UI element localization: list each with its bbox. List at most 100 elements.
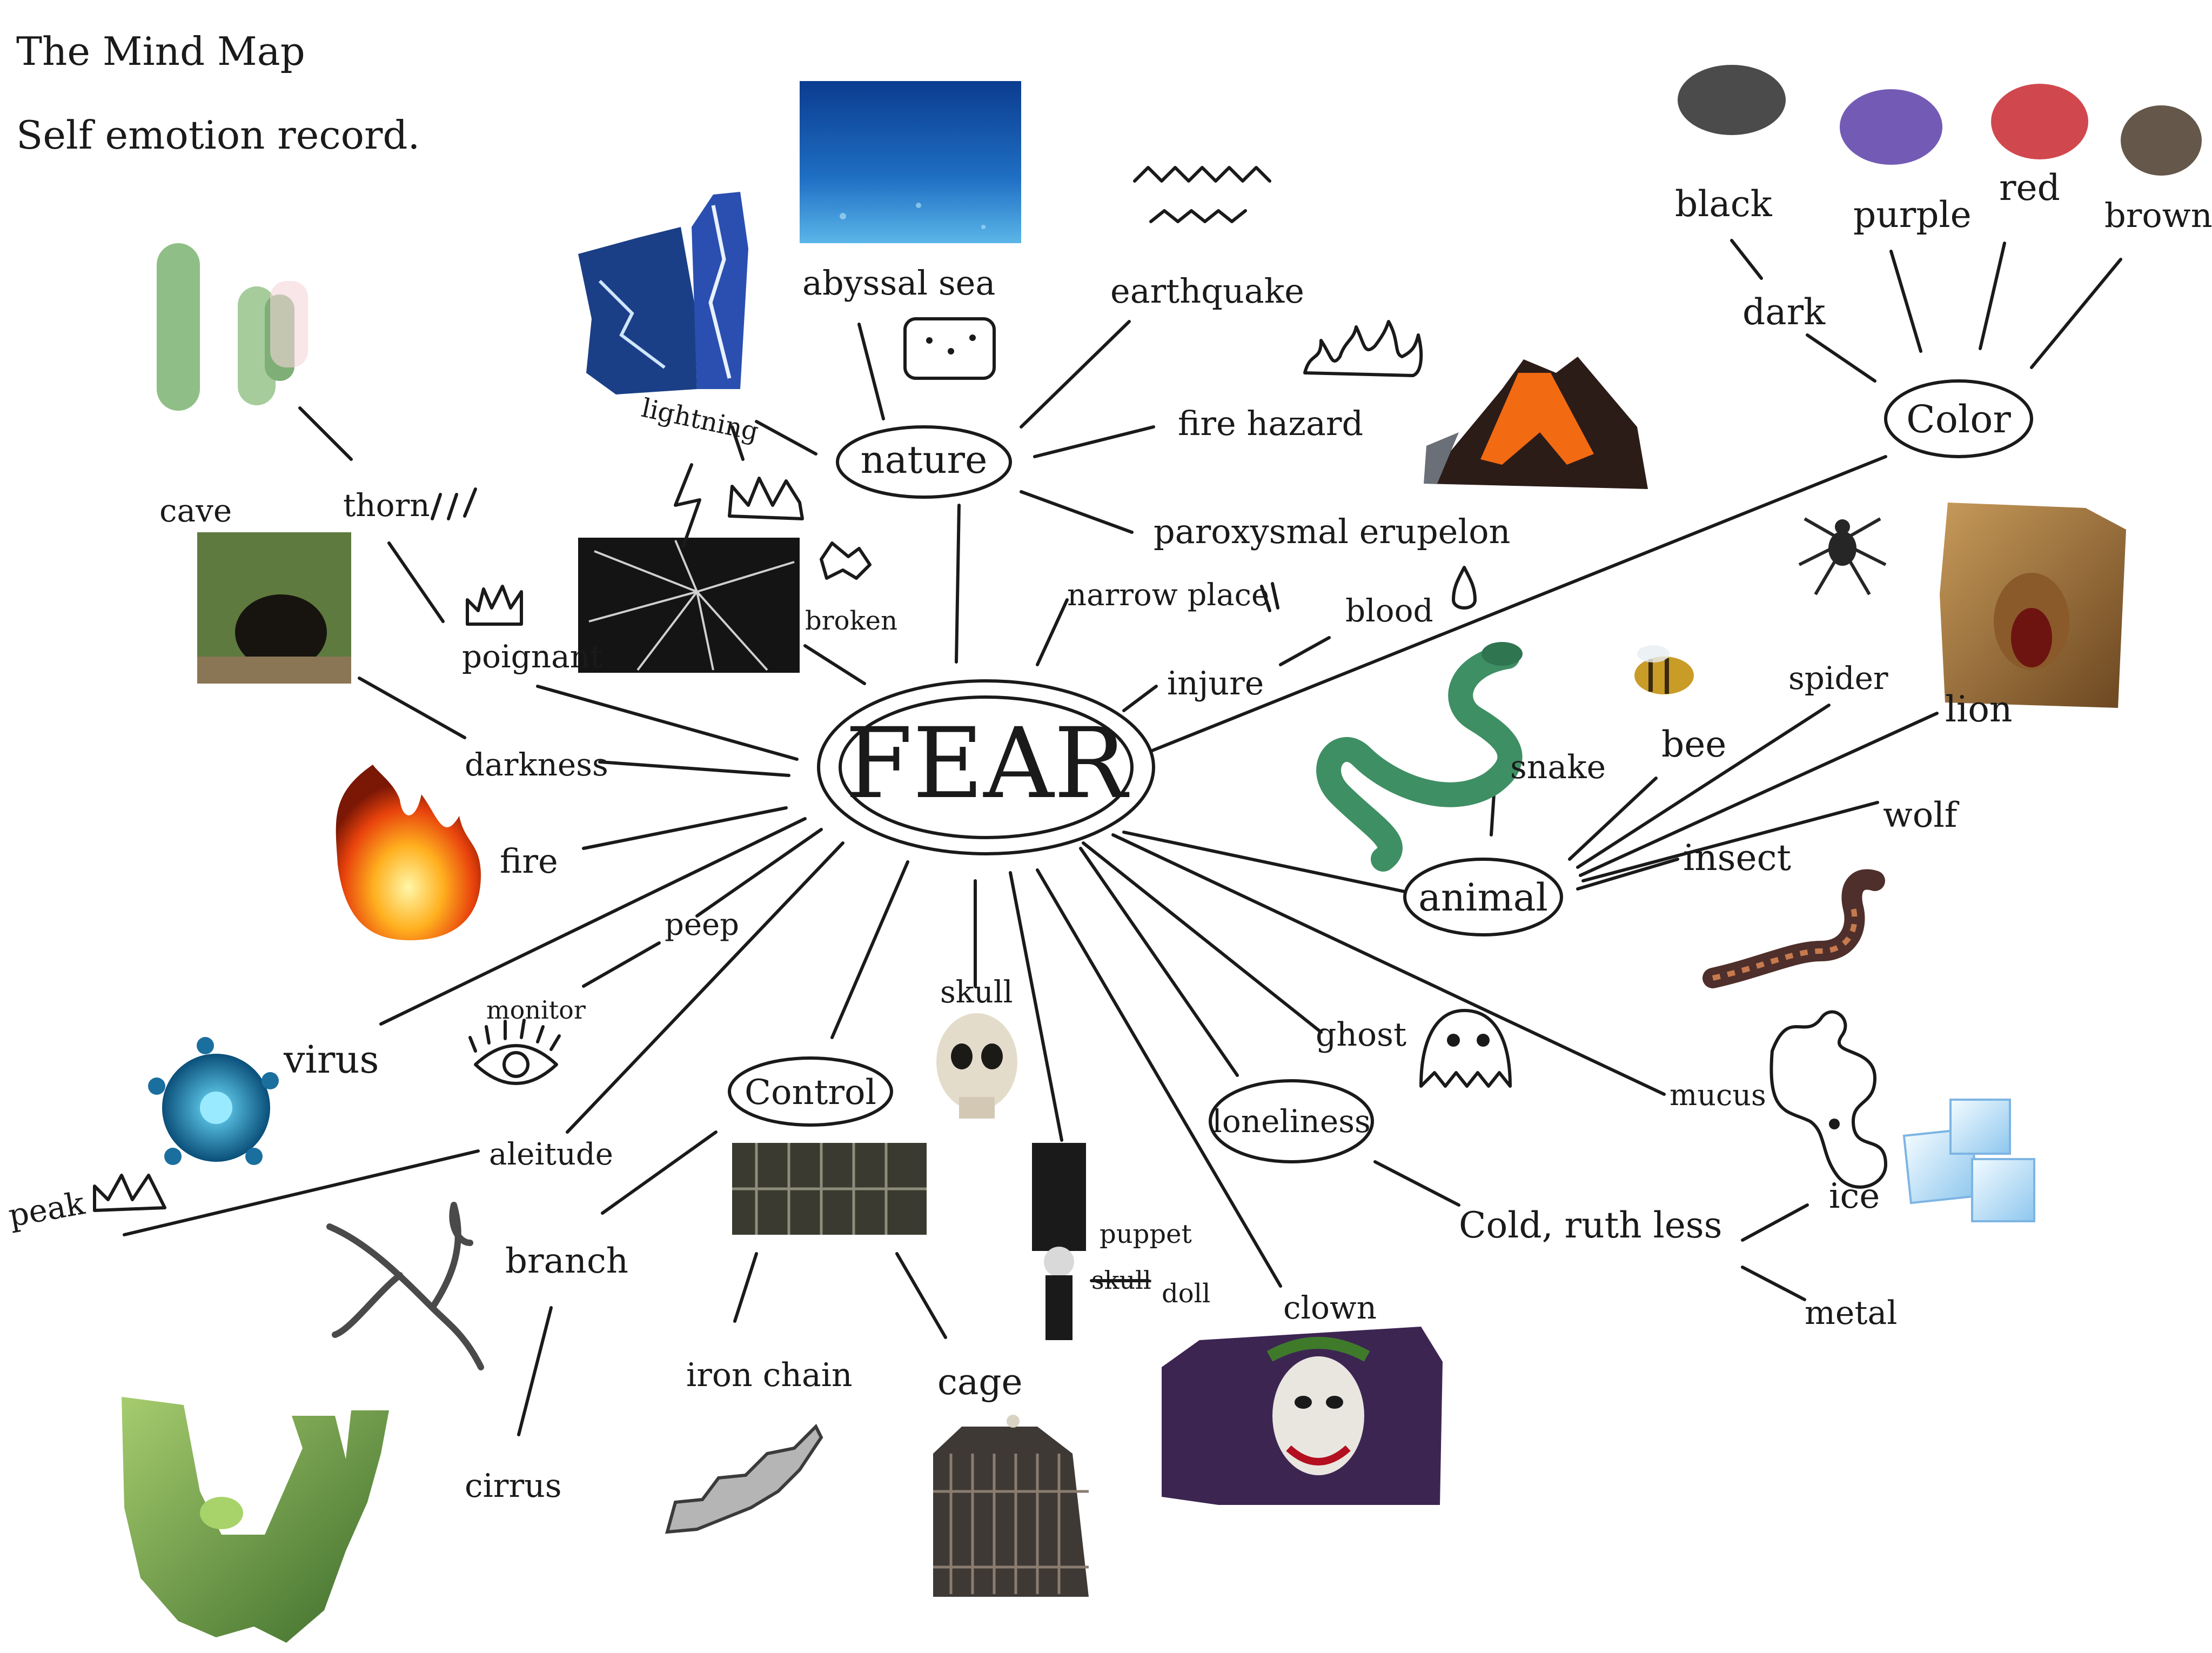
- blood-drop-icon: [1453, 567, 1475, 608]
- label-dark: dark: [1742, 291, 1826, 333]
- edge-cactus-thorn: [300, 408, 351, 459]
- abyssal-sea-image: [800, 81, 1021, 243]
- label-clown: clown: [1283, 1289, 1377, 1326]
- edge-center-control: [832, 862, 908, 1038]
- skull-image: [936, 1013, 1017, 1119]
- cave-image: [197, 532, 351, 684]
- spiky-icon: [467, 586, 521, 624]
- edge-center-broken: [805, 646, 864, 684]
- label-cirrus: cirrus: [465, 1467, 562, 1505]
- centipede-image: [1713, 879, 1875, 978]
- label-peep: peep: [665, 907, 739, 942]
- label-fire-hazard: fire hazard: [1178, 404, 1363, 443]
- edge-injure-blood: [1281, 638, 1329, 665]
- label-ghost: ghost: [1316, 1016, 1406, 1054]
- edge-cold-metal: [1742, 1267, 1805, 1300]
- edge-center-nature: [956, 505, 959, 662]
- snake-image: [1329, 642, 1523, 859]
- black-swatch: [1678, 65, 1786, 135]
- label-brown: brown: [2104, 196, 2212, 235]
- label-broken: broken: [805, 606, 897, 636]
- label-mucus: mucus: [1670, 1078, 1766, 1112]
- edge-nature-earthquake: [1021, 322, 1129, 427]
- label-lightning: lightning: [639, 393, 761, 447]
- animal-label: animal: [1418, 875, 1548, 920]
- edge-animal-snake: [1491, 794, 1494, 835]
- earthquake-wave-icon-2: [1151, 211, 1245, 222]
- broken-flower-icon: [821, 543, 870, 578]
- mucus-blob-icon: [1771, 1012, 1886, 1187]
- label-narrow-place: narrow place: [1067, 578, 1269, 613]
- label-spider: spider: [1788, 660, 1888, 697]
- label-skull: skull: [940, 975, 1013, 1010]
- vines-image: [122, 1397, 389, 1643]
- label-metal: metal: [1805, 1294, 1897, 1332]
- label-blood: blood: [1345, 592, 1433, 629]
- spider-image: [1799, 519, 1886, 594]
- label-altitude: aleitude: [489, 1137, 613, 1172]
- thorn-marks: [432, 489, 475, 519]
- puppet-image: [1032, 1143, 1086, 1340]
- edge-loneliness-cold: [1375, 1162, 1459, 1205]
- label-peak: peak: [6, 1184, 88, 1234]
- lion-image: [1940, 503, 2126, 708]
- label-thorn: thorn: [343, 487, 430, 524]
- crown-icon: [729, 478, 802, 519]
- edge-control-branch: [602, 1132, 716, 1213]
- edge-center-narrow: [1037, 600, 1067, 665]
- label-monitor: monitor: [486, 995, 586, 1025]
- center-label: FEAR: [845, 707, 1129, 820]
- ghost-icon: [1421, 1010, 1510, 1086]
- label-doll: doll: [1162, 1279, 1210, 1309]
- label-purple: purple: [1853, 194, 1972, 236]
- label-iron-chain: iron chain: [686, 1356, 853, 1394]
- edge-black-dark: [1732, 240, 1761, 278]
- broken-glass-image: [578, 538, 800, 673]
- map-subtitle: Self emotion record.: [16, 112, 420, 158]
- clown-image: [1162, 1327, 1443, 1505]
- edge-cave-darkness: [359, 678, 465, 738]
- label-darkness: darkness: [465, 746, 608, 783]
- edge-center-injure: [1124, 686, 1156, 711]
- map-title: The Mind Map: [16, 29, 305, 74]
- edge-nature-eruption: [1021, 492, 1132, 532]
- label-ice: ice: [1829, 1176, 1880, 1216]
- color-label: Color: [1906, 397, 2011, 441]
- label-branch: branch: [505, 1241, 628, 1281]
- lightning-image: [578, 192, 748, 394]
- edge-monitor-peep: [584, 943, 659, 986]
- label-injure: injure: [1167, 665, 1264, 702]
- eye-pupil: [504, 1053, 528, 1076]
- label-cold-ruthless: Cold, ruth less: [1459, 1204, 1722, 1246]
- label-cage: cage: [937, 1361, 1023, 1403]
- control-label: Control: [745, 1073, 876, 1113]
- label-bee: bee: [1661, 724, 1726, 765]
- label-eruption: paroxysmal erupelon: [1154, 512, 1510, 551]
- edge-center-darkness: [600, 762, 789, 775]
- fire-image: [336, 765, 481, 940]
- label-puppet: puppet: [1100, 1219, 1192, 1249]
- edge-control-iron-chain: [735, 1254, 756, 1321]
- edge-brown-color: [2032, 259, 2121, 367]
- label-insect: insect: [1683, 837, 1791, 879]
- label-abyssal-sea: abyssal sea: [802, 263, 995, 303]
- edge-dark-color: [1807, 335, 1875, 381]
- label-wolf: wolf: [1883, 795, 1960, 835]
- birdcage-image: [933, 1415, 1089, 1597]
- label-red: red: [1999, 167, 2060, 209]
- flame-icon: [1305, 322, 1421, 376]
- cactus-image: [157, 243, 308, 411]
- edge-purple-color: [1891, 251, 1921, 351]
- mountain-peak-icon: [95, 1175, 165, 1210]
- edge-control-cage: [897, 1254, 946, 1337]
- ice-cubes-image: [1904, 1100, 2034, 1221]
- virus-image: [148, 1037, 279, 1165]
- brown-swatch: [2121, 105, 2202, 176]
- bee-image: [1634, 645, 1694, 694]
- label-earthquake: earthquake: [1110, 271, 1304, 311]
- label-cave: cave: [159, 492, 232, 529]
- edge-nature-lightning: [756, 421, 816, 454]
- loneliness-label: loneliness: [1212, 1103, 1370, 1140]
- edge-center-animal: [1124, 832, 1405, 892]
- lightning-bolt-icon: [675, 465, 700, 546]
